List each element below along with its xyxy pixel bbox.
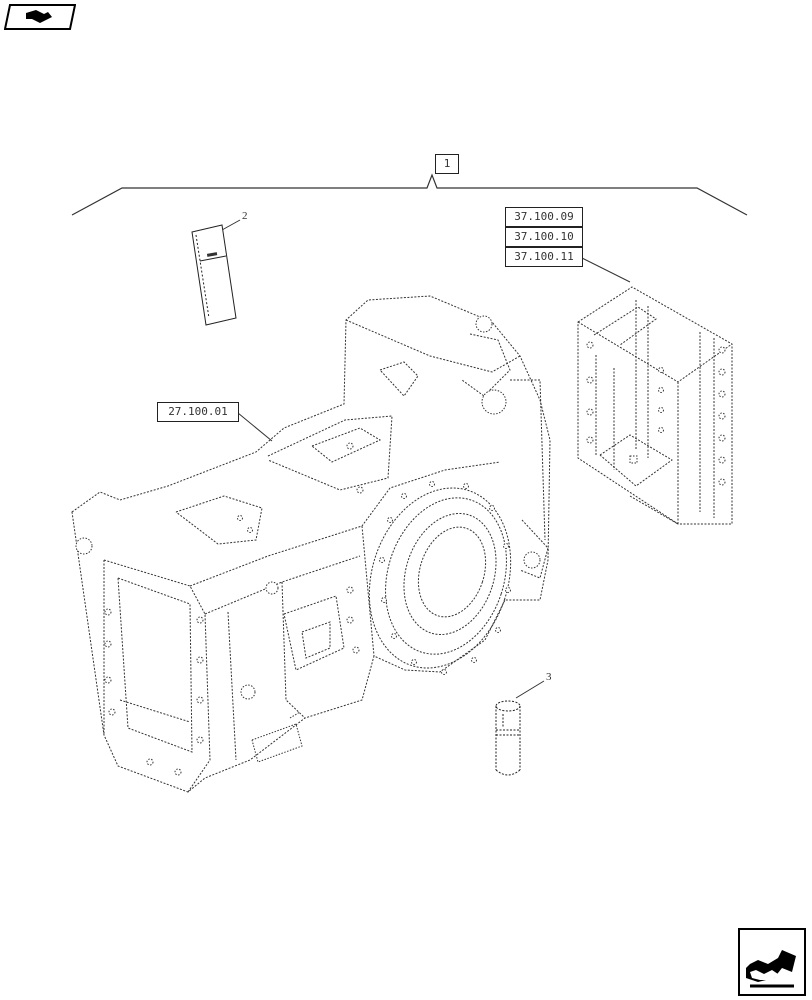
ref-hitch-leader (581, 257, 631, 283)
item3-leader (515, 680, 545, 699)
pin-part (495, 700, 521, 776)
next-page-button[interactable] (738, 928, 806, 996)
transmission-housing (71, 295, 551, 793)
axle-flange (368, 487, 512, 669)
next-page-arrow-icon (738, 928, 806, 996)
item2-label[interactable]: 2 (242, 210, 248, 222)
book-arrow-icon (3, 4, 77, 30)
ref-housing-leader (237, 412, 273, 442)
ref-hitch-link-c[interactable]: 37.100.11 (505, 247, 583, 267)
item1-callout[interactable]: 1 (435, 154, 459, 174)
manual-booklet (191, 224, 237, 326)
ref-housing-link[interactable]: 27.100.01 (157, 402, 239, 422)
item1-bracket (71, 173, 748, 216)
item3-label[interactable]: 3 (546, 671, 552, 683)
item2-leader (221, 219, 241, 231)
housing-logo-emboss (251, 711, 303, 763)
hitch-frame (577, 286, 733, 525)
ref-hitch-link-a[interactable]: 37.100.09 (505, 207, 583, 227)
previous-page-button[interactable] (3, 4, 77, 30)
ref-hitch-link-b[interactable]: 37.100.10 (505, 227, 583, 247)
